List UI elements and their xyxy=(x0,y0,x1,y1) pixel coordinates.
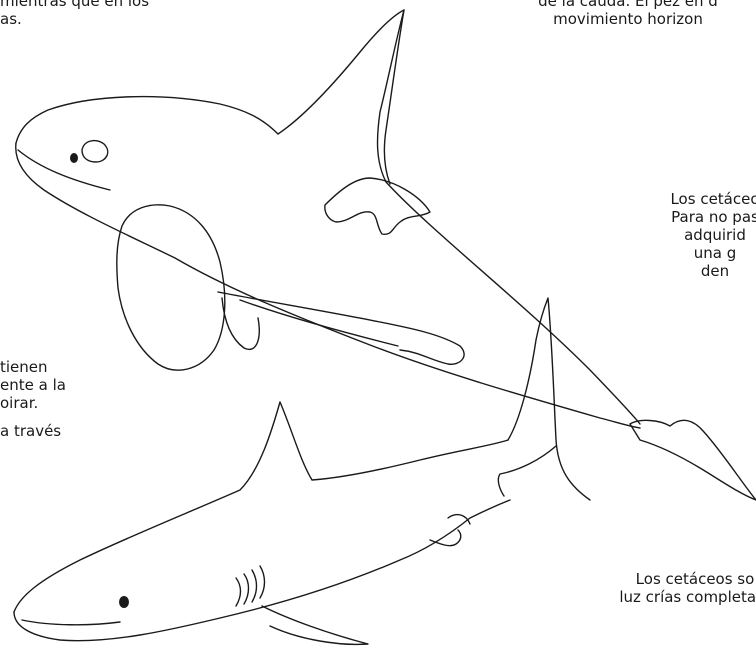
shark-lower-tail xyxy=(497,445,557,497)
orca-back-outline xyxy=(15,9,641,425)
caption-line: den xyxy=(700,262,730,280)
orca-mouth-line xyxy=(17,149,111,191)
caption-line: Los cetáceos so xyxy=(635,570,755,588)
caption-line: ente a la xyxy=(0,376,66,394)
shark-anal-fin xyxy=(429,529,462,547)
shark-mouth xyxy=(21,619,121,626)
caption-bottom-right: Los cetáceos so luz crías completam xyxy=(570,570,756,606)
shark-eye xyxy=(119,596,129,608)
caption-line: oirar. xyxy=(0,394,39,412)
caption-line: as. xyxy=(0,10,22,28)
caption-right-mid: Los cetáceo Para no pas adquirid una g d… xyxy=(620,190,756,280)
orca-belly-stripe-2 xyxy=(239,299,399,347)
shark-drawing xyxy=(13,297,591,646)
orca-pelvic-fin xyxy=(221,297,260,351)
orca-tail-fluke xyxy=(629,419,756,501)
shark-gill-slit xyxy=(259,565,266,599)
caption-line: tienen xyxy=(0,358,48,376)
shark-gill-slit xyxy=(235,577,242,607)
orca-eye xyxy=(70,153,78,163)
caption-line: luz crías completam xyxy=(619,588,756,606)
orca-dorsal-fin xyxy=(383,9,405,185)
caption-left-mid: tienen ente a la oirar. a través xyxy=(0,358,66,440)
shark-upper-tail xyxy=(507,297,591,501)
shark-second-dorsal-fin xyxy=(447,513,471,525)
orca-belly-outline xyxy=(15,142,641,429)
caption-line: a través xyxy=(0,422,62,440)
caption-line: movimiento horizon xyxy=(553,10,703,28)
orca-drawing xyxy=(15,9,756,501)
shark-gill-slit xyxy=(251,569,258,603)
caption-top-right: de la cauda. El pez en d movimiento hori… xyxy=(483,0,756,28)
shark-back-outline xyxy=(13,401,509,613)
shark-pectoral-fin xyxy=(261,605,369,646)
orca-belly-stripe xyxy=(217,291,465,365)
shark-gill-slit xyxy=(243,573,250,605)
shark-belly-outline xyxy=(13,499,511,642)
caption-top-left: mientras que en los as. xyxy=(0,0,149,28)
caption-line: adquirid xyxy=(684,226,746,244)
caption-line: de la cauda. El pez en d xyxy=(538,0,718,10)
caption-line: Para no pas xyxy=(671,208,756,226)
caption-line: una g xyxy=(693,244,737,262)
caption-line: mientras que en los xyxy=(0,0,150,10)
orca-flank-patch xyxy=(324,177,431,236)
orca-pectoral-fin xyxy=(116,204,226,371)
orca-eye-patch xyxy=(81,139,109,163)
caption-line: Los cetáceo xyxy=(670,190,756,208)
